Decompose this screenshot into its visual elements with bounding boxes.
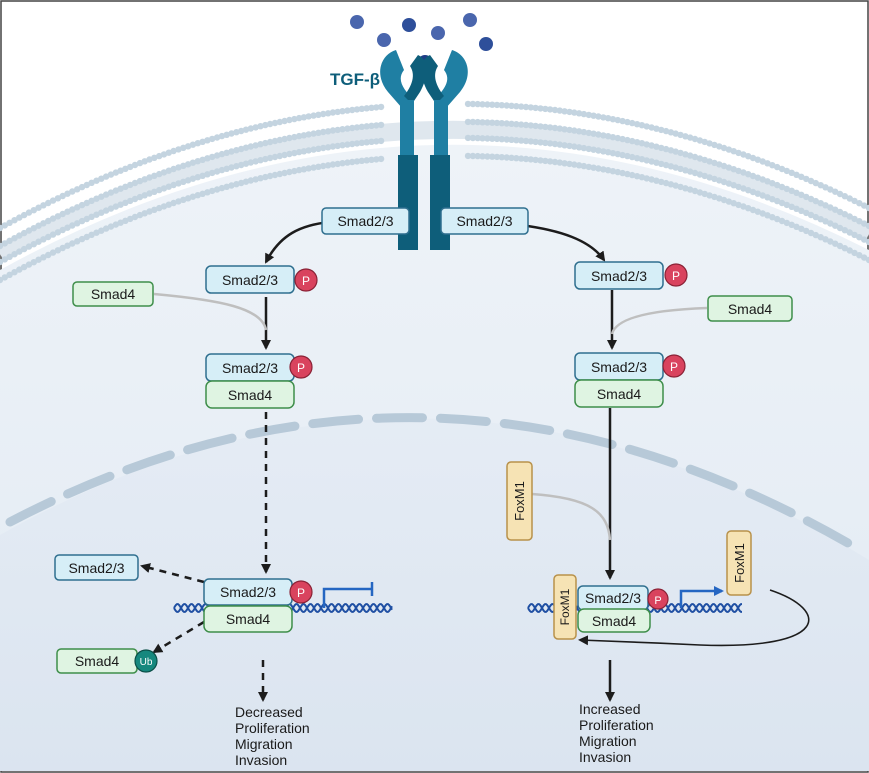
svg-text:Smad4: Smad4 (592, 613, 637, 629)
svg-text:Smad2/3: Smad2/3 (220, 584, 276, 600)
left-exported-smad23: Smad2/3 (54, 554, 139, 581)
svg-text:Smad4: Smad4 (75, 653, 120, 669)
svg-text:Ub: Ub (140, 657, 153, 668)
svg-text:FoxM1: FoxM1 (558, 588, 572, 625)
svg-text:Invasion: Invasion (235, 752, 287, 768)
smad23-receptor-left: Smad2/3 (321, 207, 410, 235)
tgf-beta-ligands (350, 13, 493, 69)
svg-text:Smad2/3: Smad2/3 (337, 213, 393, 229)
svg-text:Smad2/3: Smad2/3 (456, 213, 512, 229)
right-nuclear-complex: FoxM1 Smad2/3 P Smad4 (553, 574, 669, 640)
left-nuclear-complex: Smad2/3 P Smad4 (203, 578, 313, 633)
left-outcome: Decreased Proliferation Migration Invasi… (235, 704, 310, 768)
svg-text:Smad4: Smad4 (597, 386, 642, 402)
svg-text:Smad2/3: Smad2/3 (585, 590, 641, 606)
svg-text:Smad4: Smad4 (228, 387, 273, 403)
svg-text:P: P (672, 269, 680, 283)
svg-text:FoxM1: FoxM1 (732, 543, 747, 583)
svg-text:P: P (297, 586, 305, 600)
svg-text:Invasion: Invasion (579, 749, 631, 765)
svg-text:P: P (302, 274, 310, 288)
svg-text:Smad2/3: Smad2/3 (222, 272, 278, 288)
svg-text:Smad2/3: Smad2/3 (591, 359, 647, 375)
svg-text:FoxM1: FoxM1 (512, 481, 527, 521)
svg-text:Smad4: Smad4 (226, 611, 271, 627)
right-smad23-phospho: Smad2/3 P (574, 261, 688, 290)
svg-text:Migration: Migration (235, 736, 293, 752)
svg-text:Proliferation: Proliferation (235, 720, 310, 736)
ligand-label: TGF-β (330, 70, 380, 89)
left-smad-complex: Smad2/3 P Smad4 (205, 353, 313, 409)
svg-text:P: P (654, 595, 661, 607)
repressed-promoter (322, 582, 374, 608)
pathway-arrows (140, 220, 810, 702)
smad23-receptor-right: Smad2/3 (440, 207, 529, 235)
svg-text:Smad4: Smad4 (728, 301, 773, 317)
svg-text:Smad2/3: Smad2/3 (591, 268, 647, 284)
right-smad4-free: Smad4 (707, 295, 793, 322)
left-ubiquitinated-smad4: Smad4 Ub (56, 648, 158, 674)
nucleus (0, 413, 869, 771)
right-foxm1-nucleus: FoxM1 (506, 461, 533, 541)
right-foxm1-product: FoxM1 (726, 530, 752, 596)
svg-text:P: P (297, 361, 305, 375)
svg-text:Increased: Increased (579, 701, 640, 717)
svg-text:Smad4: Smad4 (91, 286, 136, 302)
right-outcome: Increased Proliferation Migration Invasi… (579, 701, 654, 765)
svg-text:Migration: Migration (579, 733, 637, 749)
active-promoter (679, 586, 724, 608)
left-smad4-free: Smad4 (72, 281, 154, 307)
svg-text:Decreased: Decreased (235, 704, 303, 720)
right-smad-complex: Smad2/3 P Smad4 (574, 352, 686, 408)
left-smad23-phospho: Smad2/3 P (205, 265, 318, 294)
svg-text:Smad2/3: Smad2/3 (68, 560, 124, 576)
svg-text:P: P (670, 360, 678, 374)
svg-text:Smad2/3: Smad2/3 (222, 360, 278, 376)
svg-text:Proliferation: Proliferation (579, 717, 654, 733)
